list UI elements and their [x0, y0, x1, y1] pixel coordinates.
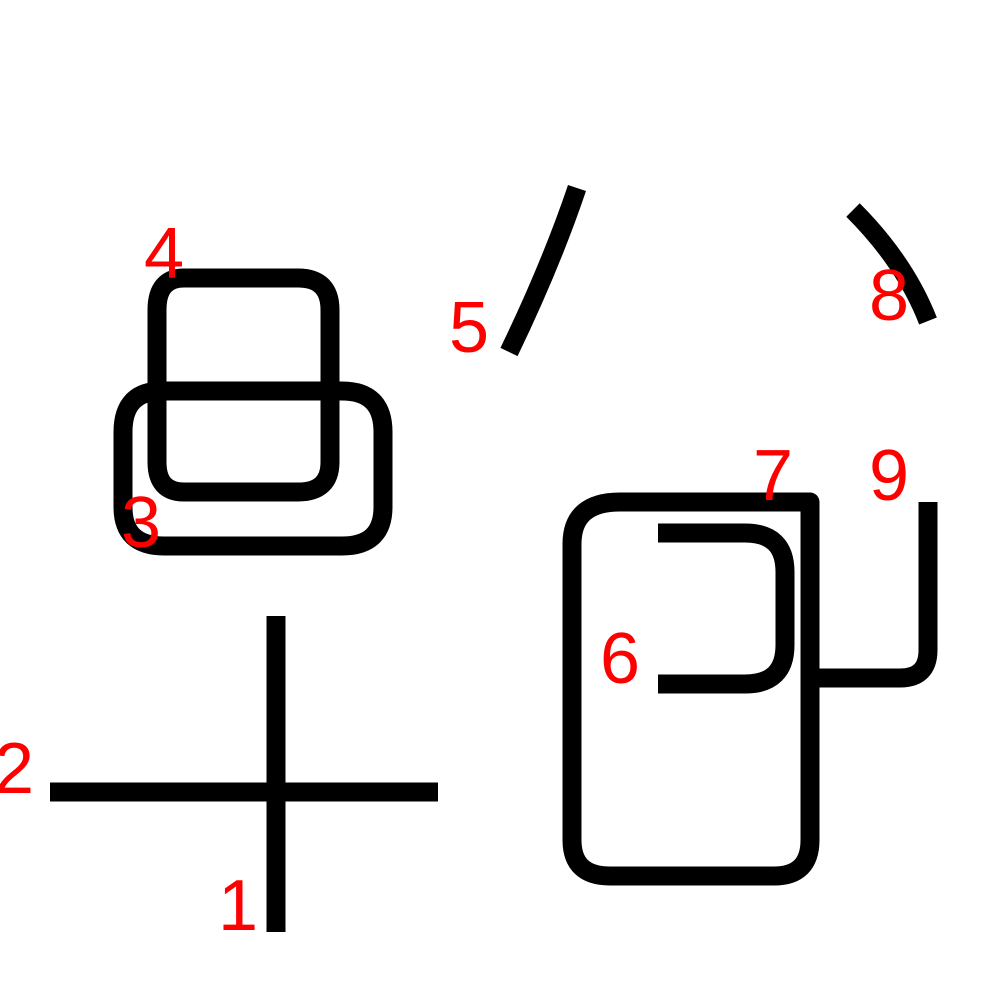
stroke-1-label: 1: [218, 866, 258, 946]
stroke-4-label: 4: [144, 214, 184, 294]
stroke-7-label: 7: [753, 436, 793, 516]
stroke-2-label: 2: [0, 729, 34, 809]
stroke-6-label: 6: [600, 619, 640, 699]
stroke-5-label: 5: [449, 288, 489, 368]
stroke-paths: [50, 184, 938, 932]
stroke-labels: 1 2 3 4 5 6 7 8 9: [0, 214, 909, 946]
stroke-7-path: [562, 492, 820, 886]
stroke-3-path: [113, 381, 393, 556]
stroke-8-path: [846, 203, 937, 325]
stroke-8-label: 8: [869, 256, 909, 336]
stroke-9-path: [815, 502, 938, 688]
stroke-3-label: 3: [121, 483, 161, 563]
stroke-6-path: [658, 523, 795, 694]
stroke-5-path: [500, 184, 587, 357]
stroke-4-path: [147, 268, 340, 502]
stroke-9-label: 9: [869, 436, 909, 516]
